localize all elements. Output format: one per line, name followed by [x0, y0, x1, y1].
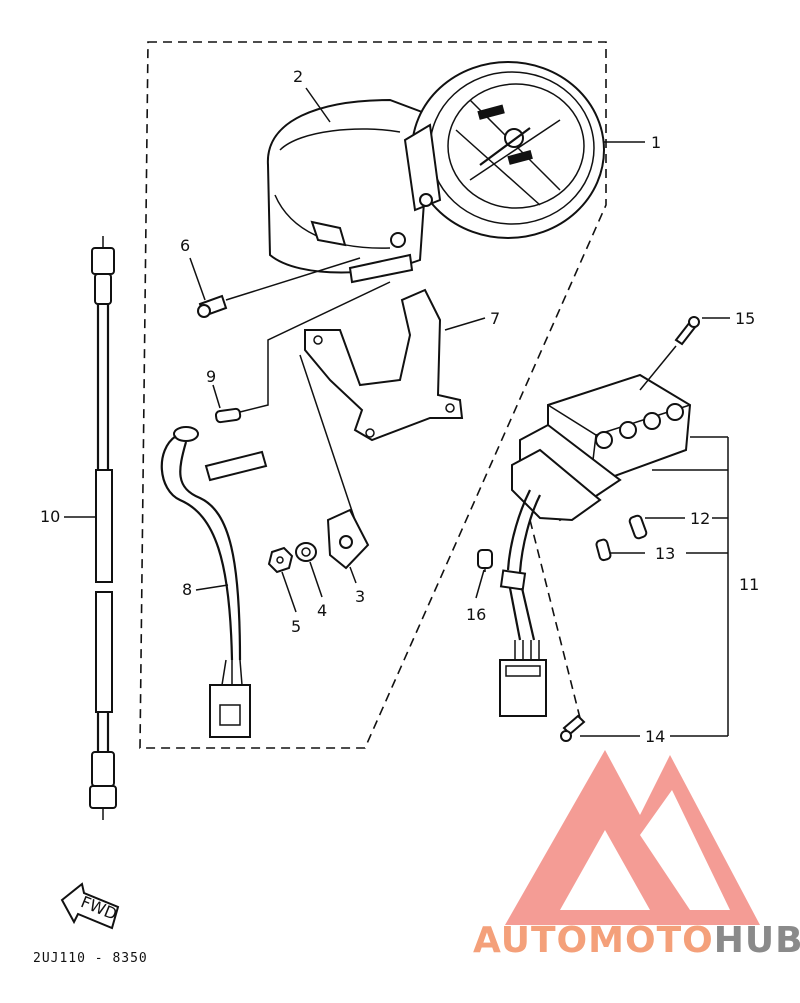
leader-lines: [64, 87, 730, 737]
label-part-8: 8: [182, 580, 192, 599]
screw-6: [197, 257, 361, 318]
speedometer-cable: [89, 236, 117, 820]
label-part-1: 1: [651, 133, 661, 152]
watermark-logo: [505, 750, 760, 925]
meter-bracket: [304, 288, 464, 442]
fwd-arrow: FWD: [60, 882, 120, 930]
bulb-13: [595, 538, 612, 562]
screw-15: [639, 316, 700, 391]
label-part-5: 5: [291, 617, 301, 636]
label-part-14: 14: [645, 727, 665, 746]
watermark-part-hub: HUB: [714, 920, 800, 961]
label-part-6: 6: [180, 236, 190, 255]
grommet-3: [299, 354, 370, 570]
watermark-part-moto: MOTO: [588, 920, 714, 961]
meter-housing: [266, 98, 432, 284]
speedometer-gauge: [390, 61, 605, 248]
bulb-9: [214, 281, 391, 424]
watermark-text: AUTOMOTOHUB: [473, 920, 800, 961]
label-part-7: 7: [490, 309, 500, 328]
assembly-boundary: [139, 41, 607, 749]
label-part-15: 15: [735, 309, 755, 328]
grommet-16: [477, 549, 493, 572]
label-part-4: 4: [317, 601, 327, 620]
nut-5: [267, 546, 294, 574]
label-part-3: 3: [355, 587, 365, 606]
label-part-9: 9: [206, 367, 216, 386]
diagram-code: 2UJ110 - 8350: [33, 951, 148, 966]
screw-14: [529, 519, 586, 742]
wire-harness: [160, 426, 268, 738]
label-part-16: 16: [466, 605, 486, 624]
label-part-12: 12: [690, 509, 710, 528]
label-part-13: 13: [655, 544, 675, 563]
bulb-12: [628, 514, 648, 540]
label-part-2: 2: [293, 67, 303, 86]
washer-4: [295, 542, 317, 562]
label-part-10: 10: [40, 507, 60, 526]
watermark-part-auto: AUTO: [473, 920, 588, 961]
label-part-11: 11: [739, 575, 759, 594]
indicator-assembly: [499, 373, 692, 717]
